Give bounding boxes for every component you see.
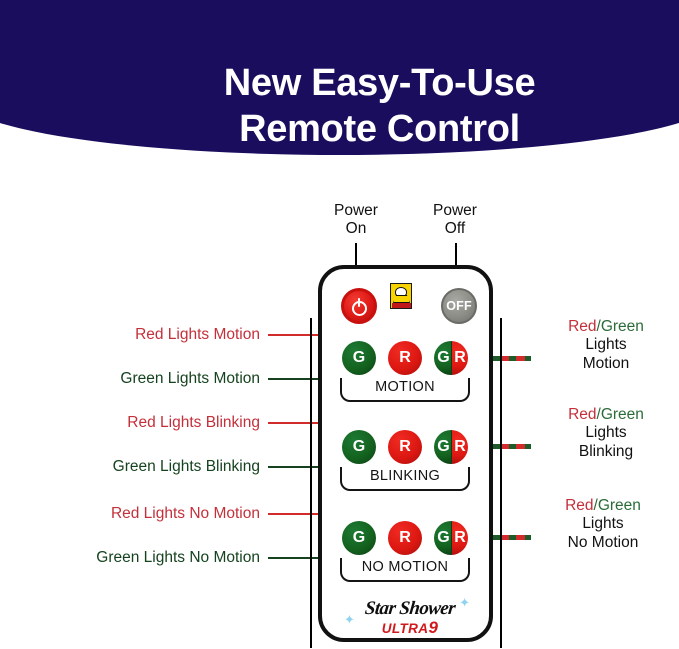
callout-rg-slash-1: / — [596, 318, 601, 335]
no-motion-split-green-label: G — [434, 521, 451, 555]
power-on-label: Power On — [334, 202, 378, 237]
motion-group-bracket — [340, 378, 470, 402]
power-off-label: Power Off — [433, 202, 477, 237]
blinking-split-green-label: G — [434, 430, 451, 464]
motion-red-button[interactable]: R — [388, 341, 422, 375]
no-motion-split-red-label: R — [451, 521, 468, 555]
callout-green-lights-no-motion-leader — [268, 557, 338, 559]
callout-red-lights-blinking: Red Lights Blinking — [127, 414, 260, 431]
brand-sub: ULTRA9 — [346, 619, 474, 636]
callout-rg-line2-1: Lights — [585, 336, 627, 354]
callout-red-green-motion-leader — [468, 356, 531, 361]
blinking-red-green-button[interactable]: G R — [434, 430, 468, 464]
brand-sub-number: 9 — [428, 618, 439, 637]
no-motion-green-button[interactable]: G — [342, 521, 376, 555]
brand-sub-prefix: ULTRA — [381, 621, 429, 636]
sparkle-icon-left: ✦ — [344, 612, 355, 627]
callout-red-lights-motion: Red Lights Motion — [135, 326, 260, 343]
motion-split-green-label: G — [434, 341, 451, 375]
as-seen-on-tv-badge-icon — [390, 283, 412, 309]
callout-rg-red-word-2: Red — [568, 406, 597, 423]
callout-red-green-lights-motion: Red/Green Lights Motion — [533, 318, 679, 373]
callout-rg-line3-2: Blinking — [578, 442, 634, 460]
no-motion-group-bracket — [340, 558, 470, 582]
motion-green-button[interactable]: G — [342, 341, 376, 375]
motion-red-green-button[interactable]: G R — [434, 341, 468, 375]
callout-rg-line3-1: Motion — [582, 354, 630, 372]
callout-rg-slash-2: / — [596, 406, 601, 423]
blinking-red-button[interactable]: R — [388, 430, 422, 464]
page-title: New Easy-To-Use Remote Control — [223, 62, 536, 151]
callout-red-green-lights-blinking: Red/Green Lights Blinking — [533, 406, 679, 461]
motion-split-red-label: R — [451, 341, 468, 375]
callout-green-lights-motion: Green Lights Motion — [120, 370, 260, 387]
callout-green-lights-blinking: Green Lights Blinking — [112, 458, 260, 475]
no-motion-group-label: NO MOTION — [361, 559, 449, 575]
callout-red-green-no-motion-leader — [468, 535, 531, 540]
motion-group-label: MOTION — [375, 379, 435, 395]
blinking-group-label: BLINKING — [369, 468, 441, 484]
left-guide-rule — [310, 318, 312, 648]
power-on-button[interactable] — [341, 288, 377, 324]
callout-red-green-blinking-leader — [468, 444, 531, 449]
callout-rg-red-word-1: Red — [568, 318, 597, 335]
callout-rg-slash-3: / — [593, 497, 598, 514]
header-banner — [0, 0, 679, 155]
callout-rg-line3-3: No Motion — [567, 533, 639, 551]
blinking-split-red-label: R — [451, 430, 468, 464]
callout-rg-green-word-3: Green — [597, 497, 641, 514]
callout-green-lights-motion-leader — [268, 378, 338, 380]
callout-rg-line2-3: Lights — [582, 515, 624, 533]
no-motion-red-green-button[interactable]: G R — [434, 521, 468, 555]
power-symbol-icon — [351, 297, 367, 316]
power-off-button[interactable]: OFF — [441, 288, 477, 324]
brand-logo: ✦ ✦ Star Shower ULTRA9 — [344, 595, 474, 636]
sparkle-icon-right: ✦ — [459, 595, 470, 610]
callout-rg-green-word-2: Green — [600, 406, 644, 423]
blinking-green-button[interactable]: G — [342, 430, 376, 464]
callout-rg-green-word-1: Green — [600, 318, 644, 335]
callout-rg-line2-2: Lights — [585, 424, 627, 442]
no-motion-red-button[interactable]: R — [388, 521, 422, 555]
right-guide-rule — [500, 318, 502, 648]
callout-green-lights-no-motion: Green Lights No Motion — [96, 549, 260, 566]
callout-red-lights-no-motion: Red Lights No Motion — [110, 505, 260, 522]
callout-green-lights-blinking-leader — [268, 466, 338, 468]
remote-control-body: OFF G R G R MOTION G R G R BLINKING G R … — [318, 265, 493, 642]
blinking-group-bracket — [340, 467, 470, 491]
brand-name: Star Shower — [363, 598, 457, 619]
callout-red-green-lights-no-motion: Red/Green Lights No Motion — [527, 497, 679, 552]
callout-rg-red-word-3: Red — [565, 497, 594, 514]
